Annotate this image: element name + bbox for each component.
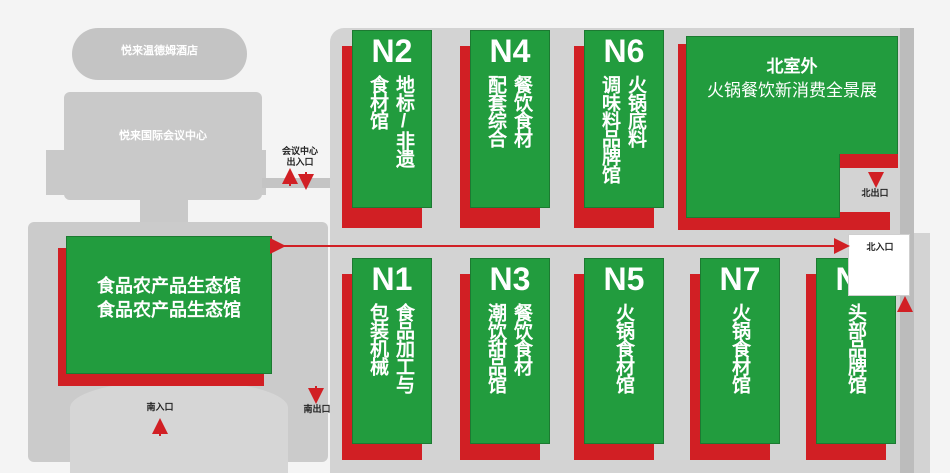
hall-n7[interactable]: N7 火锅食材馆 (690, 258, 780, 460)
south-plaza (70, 380, 288, 473)
outdoor-hall-label-1: 北室外 (766, 57, 818, 76)
hall-n3-code: N3 (489, 261, 531, 297)
hall-n3-col1: 潮饮甜品馆 (485, 303, 506, 393)
hall-n1-face: N1 包装机械 食品加工与 (352, 258, 432, 444)
hall-n8-col1: 头部品牌馆 (845, 303, 866, 393)
outdoor-hall-face-lower (686, 154, 840, 218)
hall-n2[interactable]: N2 食材馆 地标/非遗 (342, 30, 432, 228)
outdoor-hall[interactable] (678, 36, 900, 230)
hall-n6[interactable]: N6 调味料品牌馆 火锅底料 (574, 30, 664, 228)
outdoor-hall-notch-shadow (840, 154, 898, 168)
hall-n2-code: N2 (371, 33, 413, 69)
hall-n4-col1: 配套综合 (485, 75, 506, 147)
north-entrance-box[interactable] (848, 234, 910, 296)
hall-n4-code: N4 (489, 33, 531, 69)
hall-n5-col1: 火锅食材馆 (613, 303, 634, 393)
hall-n5[interactable]: N5 火锅食材馆 (574, 258, 664, 460)
north-exit-label: 北出口 (861, 188, 889, 198)
hall-n5-code: N5 (603, 261, 645, 297)
hall-n3-face: N3 潮饮甜品馆 餐饮食材 (470, 258, 550, 444)
south-exit-label: 南出口 (303, 404, 331, 414)
hall-n2-face: N2 食材馆 地标/非遗 (352, 30, 432, 208)
hall-n4-face: N4 配套综合 餐饮食材 (470, 30, 550, 208)
hall-n7-col1: 火锅食材馆 (729, 303, 750, 393)
courtyard-corner (908, 28, 950, 233)
conference-center-label: 悦来国际会议中心 (119, 130, 207, 142)
hall-n1-col2: 食品加工与 (393, 303, 414, 393)
hotel-label: 悦来温德姆酒店 (121, 45, 198, 57)
conference-center-wing (46, 150, 266, 195)
hall-n1-code: N1 (371, 261, 413, 297)
hall-n1-col1: 包装机械 (367, 303, 388, 375)
hall-n6-code: N6 (603, 33, 645, 69)
hall-n7-face: N7 火锅食材馆 (700, 258, 780, 444)
hall-n7-code: N7 (719, 261, 761, 297)
hall-n4[interactable]: N4 配套综合 餐饮食材 (460, 30, 550, 228)
conference-entrance-label-1: 会议中心 (281, 146, 318, 156)
hall-n5-face: N5 火锅食材馆 (584, 258, 664, 444)
south-entrance-label: 南入口 (146, 402, 174, 412)
outdoor-hall-label-2: 火锅餐饮新消费全景展 (707, 81, 877, 100)
north-entrance-label: 北入口 (866, 242, 894, 252)
hall-n3[interactable]: N3 潮饮甜品馆 餐饮食材 (460, 258, 550, 460)
conference-entrance-label-2: 出入口 (286, 157, 314, 167)
hall-n2-col1: 食材馆 (367, 75, 388, 129)
hall-n4-col2: 餐饮食材 (511, 75, 532, 147)
hall-n1[interactable]: N1 包装机械 食品加工与 (342, 258, 432, 460)
hall-n6-face: N6 调味料品牌馆 火锅底料 (584, 30, 664, 208)
ecology-hall-face (66, 236, 272, 374)
ecology-hall-label-2: 食品农产品生态馆 (97, 300, 241, 320)
hall-n6-col2: 火锅底料 (625, 75, 646, 147)
hotel-building (72, 28, 247, 80)
hall-n2-col2: 地标/非遗 (393, 75, 414, 167)
ecology-hall-label-1: 食品农产品生态馆 (97, 276, 241, 296)
ecology-hall[interactable] (58, 236, 272, 386)
hall-n6-col1: 调味料品牌馆 (599, 75, 620, 183)
hall-n3-col2: 餐饮食材 (511, 303, 532, 375)
